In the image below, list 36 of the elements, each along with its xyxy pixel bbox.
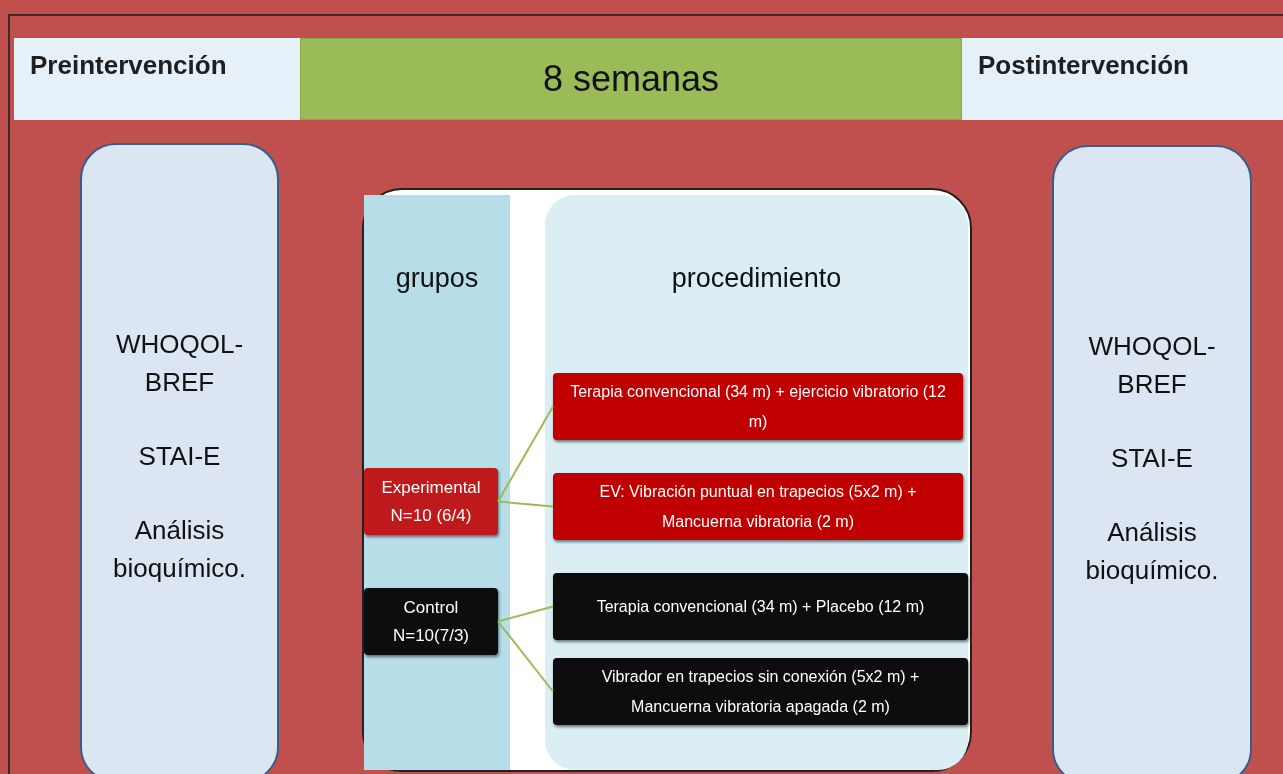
measure-text: WHOQOL-BREF <box>114 328 245 399</box>
connector-line <box>497 620 554 693</box>
group-name: Experimental <box>380 476 482 499</box>
phase-title: Preintervención <box>30 50 227 81</box>
group-name: Control <box>402 596 460 619</box>
column-panel <box>364 195 510 770</box>
measure-text: Análisis bioquímico. <box>1084 516 1220 587</box>
header-box <box>962 38 1283 120</box>
procedure-box <box>553 473 963 540</box>
measure-text: STAI-E <box>1110 442 1194 475</box>
measure-text: WHOQOL-BREF <box>1087 330 1217 401</box>
connector-line <box>497 500 554 508</box>
procedure-text: Vibrador en trapecios sin conexión (5x2 m) + Mancuerna vibratoria apagada (2 m) <box>600 666 921 717</box>
column-heading: procedimiento <box>670 263 843 294</box>
procedure-text: Terapia convencional (34 m) + Placebo (12 m) <box>595 596 926 617</box>
header-box <box>14 38 300 120</box>
duration-label: 8 semanas <box>542 58 720 100</box>
group-box <box>364 588 498 655</box>
column-panel <box>545 195 968 770</box>
sample-size: N=10 (6/4) <box>389 504 473 527</box>
group-box <box>364 468 498 535</box>
sample-size: N=10(7/3) <box>391 624 471 647</box>
measures-panel <box>1052 145 1252 774</box>
connector-line <box>497 605 554 623</box>
procedure-text: Terapia convencional (34 m) + ejercicio vibratorio (12 m) <box>569 381 947 432</box>
procedure-text: EV: Vibración puntual en trapecios (5x2 m) + Mancuerna vibratoria (2 m) <box>598 481 918 532</box>
procedure-box <box>553 373 963 440</box>
measures-panel <box>80 143 279 774</box>
connector-line <box>497 405 554 503</box>
procedure-box <box>553 658 968 725</box>
header-band <box>300 38 962 120</box>
measure-text: STAI-E <box>137 440 222 473</box>
procedure-box <box>553 573 968 640</box>
measure-text: Análisis bioquímico. <box>112 514 247 585</box>
phase-title: Postintervención <box>978 50 1189 81</box>
column-heading: grupos <box>394 263 480 294</box>
